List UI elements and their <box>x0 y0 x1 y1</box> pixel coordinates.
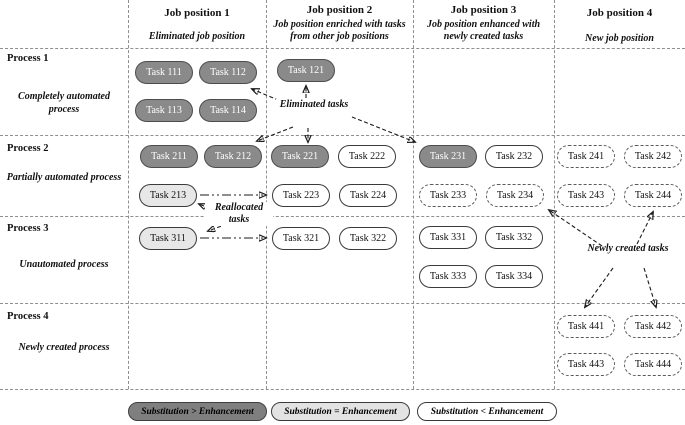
grid-vline-4 <box>554 0 555 389</box>
legend-pill: Substitution < Enhancement <box>417 402 557 421</box>
task-pill: Task 441 <box>557 315 615 338</box>
grid-hline-5 <box>0 389 685 390</box>
arrow-newly-to-task441 <box>585 267 614 307</box>
task-pill: Task 111 <box>135 61 193 84</box>
grid-hline-2 <box>0 135 685 136</box>
task-pill: Task 331 <box>419 226 477 249</box>
grid-hline-1 <box>0 48 685 49</box>
task-pill: Task 322 <box>339 227 397 250</box>
legend-pill: Substitution > Enhancement <box>128 402 267 421</box>
column-header-job-position-1: Job position 1 Eliminated job position <box>128 0 266 55</box>
grid-hline-4 <box>0 303 685 304</box>
arrow-newly-to-task442 <box>643 267 656 307</box>
task-pill: Task 224 <box>339 184 397 207</box>
task-pill: Task 332 <box>485 226 543 249</box>
row-subtitle-process-2: Partially automated process <box>6 172 122 183</box>
column-header-job-position-4: Job position 4 New job position <box>554 0 685 55</box>
task-pill: Task 311 <box>139 227 197 250</box>
task-pill: Task 444 <box>624 353 682 376</box>
task-pill: Task 242 <box>624 145 682 168</box>
task-pill: Task 442 <box>624 315 682 338</box>
column-subtitle: Job position enhanced with newly created… <box>426 18 541 42</box>
task-pill: Task 244 <box>624 184 682 207</box>
grid-vline-3 <box>413 0 414 389</box>
task-pill: Task 114 <box>199 99 257 122</box>
column-title: Job position 1 <box>164 7 230 19</box>
annotation-reallocated-tasks: Reallocated tasks <box>205 202 273 226</box>
task-pill: Task 241 <box>557 145 615 168</box>
annotation-eliminated-tasks: Eliminated tasks <box>276 99 352 111</box>
column-title: Job position 4 <box>586 7 653 19</box>
row-subtitle-process-3: Unautomated process <box>19 259 109 270</box>
grid-vline-1 <box>128 0 129 389</box>
task-pill: Task 222 <box>338 145 396 168</box>
task-pill: Task 443 <box>557 353 615 376</box>
column-title: Job position 2 <box>306 4 373 16</box>
annotation-newly-created-tasks: Newly created tasks <box>587 243 669 254</box>
task-pill: Task 121 <box>277 59 335 82</box>
task-pill: Task 234 <box>486 184 544 207</box>
column-header-job-position-2: Job position 2 Job position enriched wit… <box>266 0 413 52</box>
task-pill: Task 221 <box>271 145 329 168</box>
task-pill: Task 333 <box>419 265 477 288</box>
column-header-job-position-3: Job position 3 Job position enhanced wit… <box>413 0 554 52</box>
task-pill: Task 334 <box>485 265 543 288</box>
row-title-process-3: Process 3 <box>7 223 49 234</box>
arrow-eliminated-to-task231 <box>351 116 415 142</box>
task-pill: Task 112 <box>199 61 257 84</box>
column-subtitle: Eliminated job position <box>148 30 246 42</box>
row-title-process-4: Process 4 <box>7 311 49 322</box>
grid-vline-2 <box>266 0 267 389</box>
column-title: Job position 3 <box>450 4 517 16</box>
task-pill: Task 212 <box>204 145 262 168</box>
task-pill: Task 223 <box>272 184 330 207</box>
task-pill: Task 213 <box>139 184 197 207</box>
task-pill: Task 113 <box>135 99 193 122</box>
task-pill: Task 233 <box>419 184 477 207</box>
row-subtitle-process-1: Completely automated process <box>18 91 110 115</box>
task-pill: Task 231 <box>419 145 477 168</box>
arrow-eliminated-to-task212 <box>257 126 294 141</box>
task-pill: Task 232 <box>485 145 543 168</box>
task-pill: Task 243 <box>557 184 615 207</box>
task-pill: Task 321 <box>272 227 330 250</box>
row-subtitle-process-4: Newly created process <box>18 342 110 353</box>
row-title-process-2: Process 2 <box>7 143 49 154</box>
row-title-process-1: Process 1 <box>7 53 49 64</box>
task-pill: Task 211 <box>140 145 198 168</box>
column-subtitle: New job position <box>585 32 654 44</box>
column-subtitle: Job position enriched with tasks from ot… <box>273 18 406 42</box>
legend-pill: Substitution = Enhancement <box>271 402 410 421</box>
grid-hline-3 <box>0 216 685 217</box>
